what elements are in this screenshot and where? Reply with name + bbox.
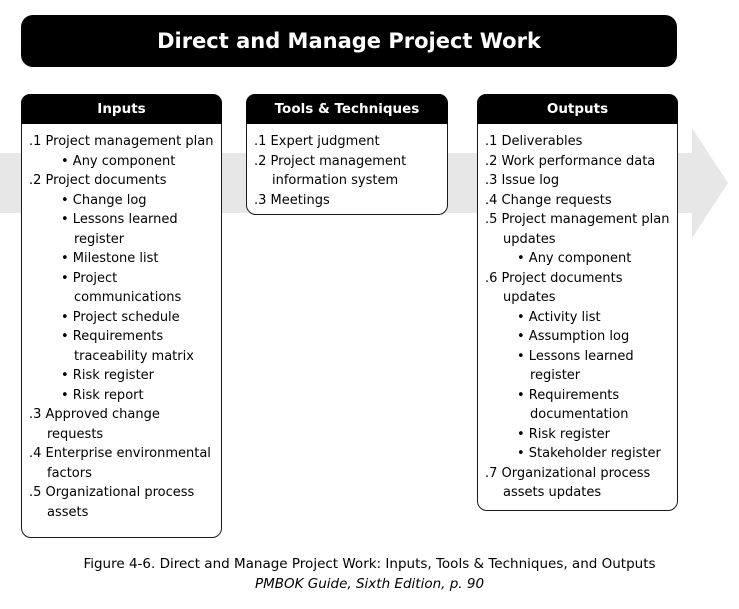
bullet-item: • Project communications — [61, 270, 182, 306]
bullet-item: • Milestone list — [61, 251, 159, 266]
numbered-item: .4 Enterprise environmental factors — [29, 446, 211, 481]
bullet-item: • Any component — [517, 251, 632, 266]
numbered-item: .5 Project management plan updates — [485, 212, 670, 247]
numbered-item: .3 Meetings — [254, 192, 330, 208]
bullet-item: • Risk register — [61, 368, 155, 383]
inputs-header: Inputs — [21, 94, 222, 124]
bullet-item: • Any component — [61, 153, 176, 169]
bullet-item: • Risk register — [517, 426, 611, 442]
bullet-item: • Requirements traceability matrix — [61, 329, 194, 364]
numbered-item: .2 Project documents — [29, 173, 167, 188]
numbered-item: .3 Approved change requests — [29, 407, 160, 442]
figure-caption-source: PMBOK Guide, Sixth Edition, p. 90 — [254, 576, 485, 592]
bullet-item: • Risk report — [61, 387, 144, 403]
numbered-item: .7 Organizational process assets updates — [485, 465, 651, 501]
figure-caption-title: Figure 4-6. Direct and Manage Project Wo… — [83, 556, 656, 572]
bullet-item: • Lessons learned register — [517, 348, 634, 384]
bullet-item: • Assumption log — [517, 329, 630, 344]
numbered-item: .1 Expert judgment — [254, 134, 380, 149]
numbered-item: .1 Deliverables — [485, 134, 583, 149]
bullet-item: • Stakeholder register — [517, 446, 661, 461]
bullet-item: • Requirements documentation — [517, 387, 629, 423]
tools-techniques-list: .1 Expert judgment .2 Project management … — [247, 124, 447, 210]
figure-caption: Figure 4-6. Direct and Manage Project Wo… — [0, 554, 739, 594]
background-arrow-head-icon — [692, 128, 728, 238]
tools-techniques-header: Tools & Techniques — [246, 94, 448, 124]
numbered-item: .6 Project documents updates — [485, 270, 623, 306]
bullet-item: • Project schedule — [61, 309, 180, 325]
outputs-box: Outputs .1 Deliverables .2 Work performan… — [477, 94, 678, 511]
numbered-item: .4 Change requests — [485, 192, 612, 208]
process-title: Direct and Manage Project Work — [21, 15, 677, 67]
bullet-item: • Lessons learned register — [61, 212, 178, 247]
numbered-item: .3 Issue log — [485, 173, 560, 188]
numbered-item: .2 Project management information system — [254, 153, 407, 189]
outputs-header: Outputs — [477, 94, 678, 124]
outputs-list: .1 Deliverables .2 Work performance data.… — [478, 124, 677, 503]
tools-techniques-box: Tools & Techniques .1 Expert judgment .2 … — [246, 94, 448, 215]
numbered-item: .1 Project management plan — [29, 134, 214, 149]
bullet-item: • Activity list — [517, 309, 601, 325]
bullet-item: • Change log — [61, 192, 147, 208]
numbered-item: .2 Work performance data — [485, 153, 656, 169]
numbered-item: .5 Organizational process assets — [29, 485, 195, 520]
inputs-list: .1 Project management plan • Any componen… — [22, 124, 221, 522]
inputs-box: Inputs .1 Project management plan • Any c… — [21, 94, 222, 538]
